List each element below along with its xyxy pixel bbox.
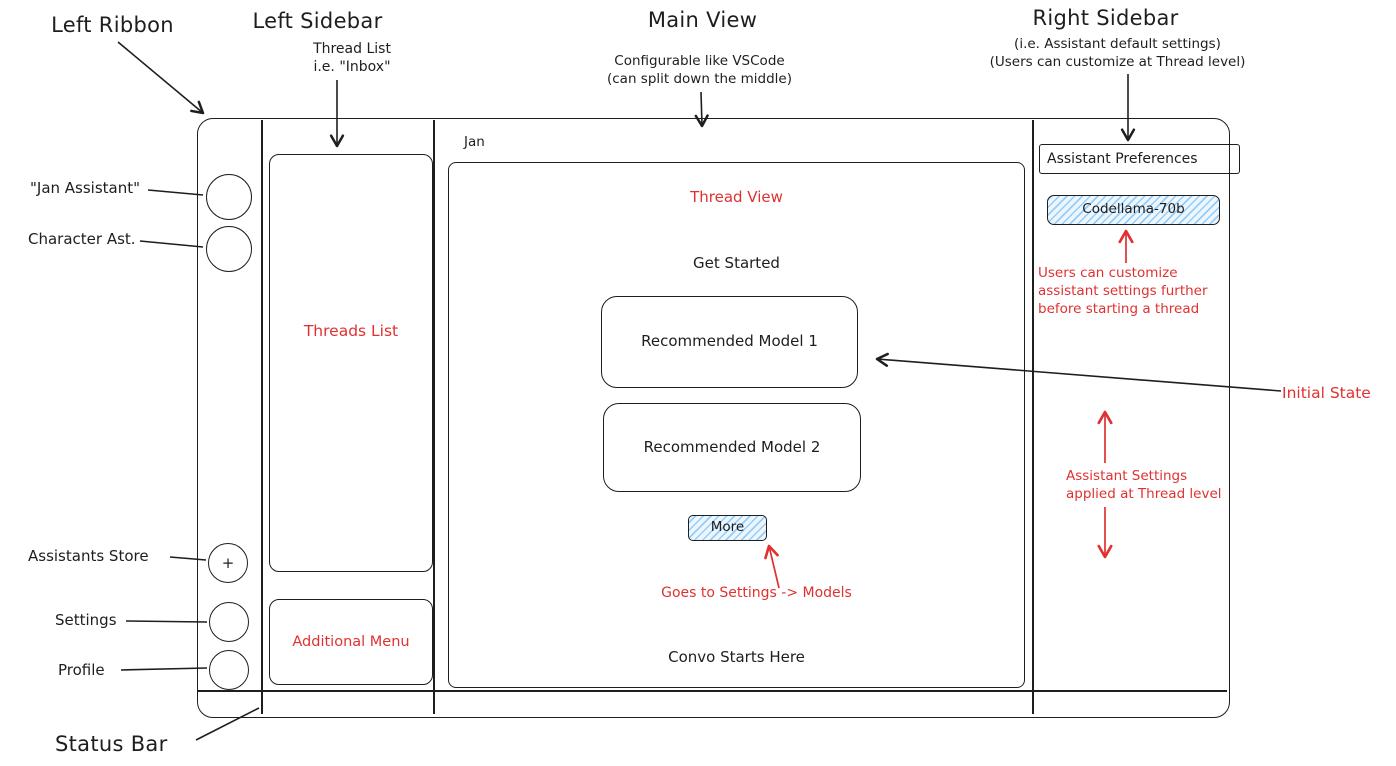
more-button-label: More: [710, 519, 745, 536]
convo-starts-label: Convo Starts Here: [668, 648, 805, 666]
ribbon-divider: [261, 120, 263, 714]
callout-right-sidebar-note1: (i.e. Assistant default settings): [1014, 36, 1221, 52]
codellama-chip[interactable]: Codellama-70b: [1047, 195, 1220, 225]
additional-menu-panel[interactable]: Additional Menu: [269, 599, 433, 685]
threads-list-panel[interactable]: Threads List: [269, 154, 433, 572]
jan-assistant-avatar[interactable]: [206, 174, 252, 220]
profile-button[interactable]: [209, 650, 249, 690]
thread-level-note-line2: applied at Thread level: [1066, 485, 1222, 502]
customize-note: Users can customize assistant settings f…: [1038, 265, 1250, 318]
callout-character-ast: Character Ast.: [28, 230, 136, 248]
callout-jan-assistant: "Jan Assistant": [30, 179, 141, 197]
character-assistant-avatar[interactable]: [206, 226, 252, 272]
callout-left-ribbon: Left Ribbon: [51, 13, 174, 37]
callout-right-sidebar-note2: (Users can customize at Thread level): [989, 54, 1246, 70]
customize-note-line1: Users can customize: [1038, 265, 1178, 281]
line-profile-pointer: [120, 667, 208, 671]
window-title: Jan: [464, 134, 485, 150]
threads-list-label: Threads List: [303, 322, 399, 340]
callout-initial-state: Initial State: [1282, 384, 1371, 402]
thread-view-panel: Thread View Get Started Recommended Mode…: [448, 162, 1025, 688]
callout-right-sidebar: Right Sidebar: [1032, 6, 1179, 30]
callout-status-bar: Status Bar: [55, 732, 168, 756]
line-settings-pointer: [125, 620, 208, 623]
plus-icon: +: [221, 554, 235, 572]
status-bar-divider: [198, 690, 1227, 692]
callout-main-view-note2: (can split down the middle): [606, 71, 793, 87]
more-button[interactable]: More: [688, 515, 767, 541]
get-started-label: Get Started: [693, 254, 780, 272]
thread-level-note: Assistant Settings applied at Thread lev…: [1066, 468, 1256, 504]
line-character-ast-pointer: [139, 240, 204, 248]
right-sidebar-divider: [1032, 120, 1034, 714]
additional-menu-label: Additional Menu: [292, 634, 410, 650]
recommended-model-1-label: Recommended Model 1: [641, 332, 818, 351]
customize-note-line3: before starting a thread: [1038, 300, 1200, 317]
codellama-chip-label: Codellama-70b: [1082, 201, 1185, 218]
callout-left-sidebar-note2: i.e. "Inbox": [313, 59, 391, 75]
callout-left-sidebar: Left Sidebar: [252, 9, 383, 33]
recommended-model-2-label: Recommended Model 2: [643, 437, 821, 456]
thread-level-note-line1: Assistant Settings: [1066, 468, 1188, 484]
callout-left-sidebar-note1: Thread List: [313, 41, 391, 57]
settings-button[interactable]: [209, 602, 249, 642]
callout-main-view: Main View: [647, 8, 758, 32]
assistant-preferences-header: Assistant Preferences: [1039, 144, 1240, 174]
recommended-model-2-card[interactable]: Recommended Model 2: [603, 403, 861, 492]
callout-profile: Profile: [58, 661, 105, 679]
thread-view-label: Thread View: [690, 188, 783, 206]
line-jan-assistant-pointer: [147, 189, 204, 196]
app-window: [197, 118, 1230, 718]
more-note: Goes to Settings -> Models: [661, 585, 852, 601]
sidebar-divider: [433, 120, 435, 714]
callout-assistants-store: Assistants Store: [28, 547, 149, 565]
assistants-store-button[interactable]: +: [208, 543, 248, 583]
callout-main-view-note1: Configurable like VSCode: [614, 53, 785, 69]
arrow-left-ribbon-pointer: [117, 41, 205, 115]
assistant-preferences-label: Assistant Preferences: [1047, 151, 1198, 167]
recommended-model-1-card[interactable]: Recommended Model 1: [601, 296, 858, 388]
customize-note-line2: assistant settings further: [1038, 282, 1208, 299]
callout-settings: Settings: [55, 611, 117, 629]
